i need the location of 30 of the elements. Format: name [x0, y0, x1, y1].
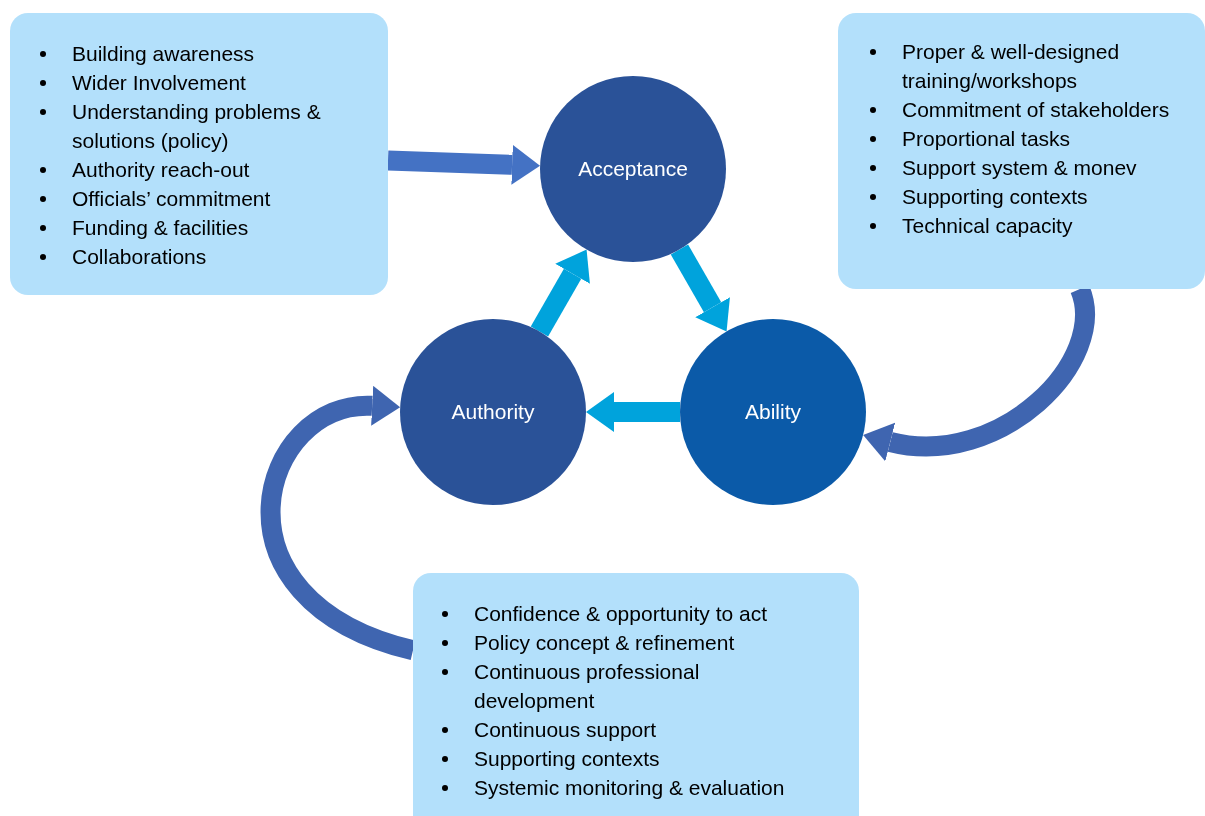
bullet-item: Authority reach-out [36, 155, 374, 184]
block-arrow [670, 244, 730, 332]
bullet-item: Continuous support [438, 715, 799, 744]
bullet-item: Wider Involvement [36, 68, 374, 97]
bullet-list-box [838, 13, 1205, 289]
bullet-item: Understanding problems & solutions (policy) [36, 97, 374, 155]
bullet-list-box [413, 573, 859, 816]
block-arrow [862, 286, 1095, 462]
block-arrow [530, 249, 590, 337]
bullet-item: Support system & monev [866, 153, 1175, 182]
bullet-item: Supporting contexts [438, 744, 799, 773]
bullet-item: Systemic monitoring & evaluation [438, 773, 799, 802]
block-arrow [387, 144, 541, 185]
bullet-item: Building awareness [36, 39, 374, 68]
block-arrow [586, 392, 680, 432]
bullet-item: Continuous professional development [438, 657, 799, 715]
bullet-item: Commitment of stakeholders [866, 95, 1175, 124]
bullet-list-box [10, 13, 388, 295]
bullet-item: Collaborations [36, 242, 374, 271]
circle-label: Authority [451, 400, 535, 424]
bullet-item: Policy concept & refinement [438, 628, 799, 657]
circle-label: Acceptance [578, 157, 688, 181]
bullet-item: Supporting contexts [866, 182, 1175, 211]
bullet-item: Funding & facilities [36, 213, 374, 242]
bullet-item: Proper & well-designed training/workshops [866, 37, 1175, 95]
bullet-item: Proportional tasks [866, 124, 1175, 153]
bullet-item: Technical capacity [866, 211, 1175, 240]
bullet-item: Officials’ commitment [36, 184, 374, 213]
bullet-item: Confidence & opportunity to act [438, 599, 799, 628]
circle-label: Ability [745, 400, 801, 424]
